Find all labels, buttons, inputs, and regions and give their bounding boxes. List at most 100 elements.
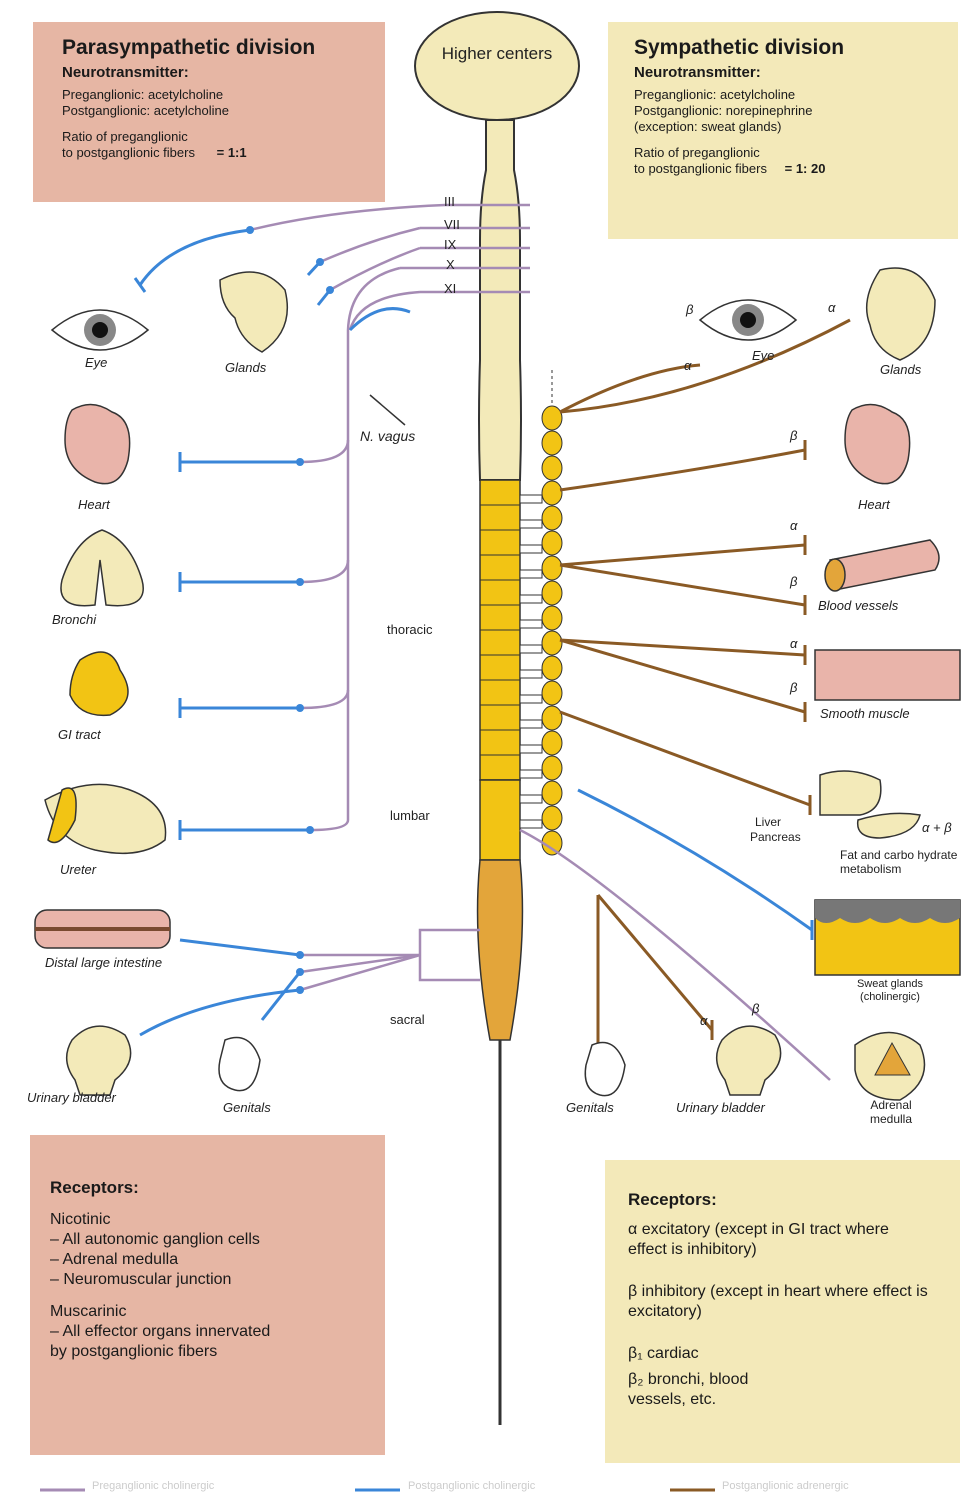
symp-postganglionic: Postganglionic: norepinephrine bbox=[634, 103, 954, 119]
vagus-pointer bbox=[370, 395, 405, 425]
legend-postganglionic-cholinergic: Postganglionic cholinergic bbox=[408, 1480, 535, 1492]
left-genitals-icon bbox=[219, 1038, 260, 1091]
vessel-lumen bbox=[825, 559, 845, 591]
liver-alpha-beta-symbol: α + β bbox=[922, 820, 952, 835]
sympathetic-chain bbox=[542, 406, 562, 855]
muscarinic-heading: Muscarinic bbox=[50, 1302, 375, 1322]
para-postganglionic: Postganglionic: acetylcholine bbox=[62, 103, 382, 119]
skin-surface bbox=[815, 900, 960, 923]
right-urinary-bladder-label: Urinary bladder bbox=[676, 1100, 765, 1115]
right-pancreas-icon bbox=[858, 813, 920, 838]
parasympathetic-info: Parasympathetic division Neurotransmitte… bbox=[62, 36, 382, 161]
nicotinic-heading: Nicotinic bbox=[50, 1210, 375, 1230]
right-eye-label: Eye bbox=[752, 348, 774, 363]
sympathetic-info: Sympathetic division Neurotransmitter: P… bbox=[634, 36, 954, 177]
left-urinary-bladder-icon bbox=[67, 1026, 131, 1095]
brown-forks bbox=[588, 440, 810, 1060]
symp-ratio-value: = 1: 20 bbox=[785, 161, 826, 176]
left-gi-tract-label: GI tract bbox=[58, 727, 101, 742]
nicotinic-item-ganglion: – All autonomic ganglion cells bbox=[50, 1230, 375, 1250]
left-eye-icon bbox=[52, 310, 148, 350]
postganglionic-cholinergic-lines bbox=[140, 230, 812, 1035]
bladder-alpha-symbol: α bbox=[700, 1013, 707, 1028]
left-heart-label: Heart bbox=[78, 497, 110, 512]
brainstem bbox=[479, 120, 521, 480]
right-glands-label: Glands bbox=[880, 362, 921, 377]
nicotinic-item-adrenal: – Adrenal medulla bbox=[50, 1250, 375, 1270]
left-bronchi-label: Bronchi bbox=[52, 612, 96, 627]
right-blood-vessel-icon bbox=[830, 540, 939, 590]
left-eye-label: Eye bbox=[85, 355, 107, 370]
symp-preganglionic: Preganglionic: acetylcholine bbox=[634, 87, 954, 103]
eye-beta-symbol: β bbox=[686, 302, 693, 317]
glands-alpha-symbol: α bbox=[828, 300, 835, 315]
para-ratio-value: = 1:1 bbox=[217, 145, 247, 160]
left-glands-label: Glands bbox=[225, 360, 266, 375]
parasympathetic-title: Parasympathetic division bbox=[62, 36, 382, 60]
legend-postganglionic-adrenergic: Postganglionic adrenergic bbox=[722, 1480, 849, 1492]
left-urinary-bladder-label: Urinary bladder bbox=[27, 1090, 116, 1105]
sacral-cord bbox=[478, 860, 523, 1040]
right-smooth-muscle-icon bbox=[815, 650, 960, 700]
beta2-receptor-text: β₂ bronchi, blood vessels, etc. bbox=[628, 1370, 808, 1410]
sympathetic-title: Sympathetic division bbox=[634, 36, 954, 60]
cranial-nerve-ix: IX bbox=[444, 237, 456, 252]
higher-centers-ellipse bbox=[415, 12, 579, 120]
symp-ratio-line1: Ratio of preganglionic bbox=[634, 145, 954, 161]
left-large-intestine-label: Distal large intestine bbox=[45, 955, 165, 970]
beta1-receptor-text: β₁ cardiac bbox=[628, 1344, 948, 1364]
right-genitals-label: Genitals bbox=[566, 1100, 614, 1115]
symp-receptors-heading: Receptors: bbox=[628, 1190, 948, 1210]
symp-neurotransmitter-heading: Neurotransmitter: bbox=[634, 64, 954, 81]
vessel-alpha-symbol: α bbox=[790, 518, 797, 533]
beta-receptor-text: β inhibitory (except in heart where effe… bbox=[628, 1282, 948, 1322]
alpha-receptor-text: α excitatory (except in GI tract where e… bbox=[628, 1220, 918, 1260]
muscarinic-item: – All effector organs innervated by post… bbox=[50, 1322, 290, 1362]
right-heart-label: Heart bbox=[858, 497, 890, 512]
right-liver-label: Liver bbox=[755, 815, 781, 829]
right-genitals-icon bbox=[585, 1043, 625, 1096]
bladder-beta-symbol: β bbox=[752, 1001, 759, 1016]
right-blood-vessels-label: Blood vessels bbox=[818, 598, 898, 613]
cranial-nerve-xi: XI bbox=[444, 281, 456, 296]
vessel-beta-symbol: β bbox=[790, 574, 797, 589]
symp-ratio-line2: to postganglionic fibers bbox=[634, 161, 767, 176]
para-receptors-heading: Receptors: bbox=[50, 1178, 375, 1198]
cranial-nerve-x: X bbox=[446, 257, 455, 272]
para-ratio-line1: Ratio of preganglionic bbox=[62, 129, 382, 145]
muscle-beta-symbol: β bbox=[790, 680, 797, 695]
symp-receptors-info: Receptors: α excitatory (except in GI tr… bbox=[628, 1190, 948, 1410]
eye-alpha-symbol: α bbox=[684, 358, 691, 373]
para-preganglionic: Preganglionic: acetylcholine bbox=[62, 87, 382, 103]
muscle-alpha-symbol: α bbox=[790, 636, 797, 651]
blue-forks bbox=[135, 278, 812, 940]
right-adrenal-medulla-label: Adrenal medulla bbox=[860, 1098, 922, 1126]
right-liver-icon bbox=[820, 771, 881, 815]
right-urinary-bladder-icon bbox=[717, 1026, 781, 1095]
right-heart-icon bbox=[845, 404, 910, 483]
para-receptors-info: Receptors: Nicotinic – All autonomic gan… bbox=[50, 1178, 375, 1362]
left-ureter-label: Ureter bbox=[60, 862, 96, 877]
right-fat-carbo-label: Fat and carbo hydrate metabolism bbox=[840, 848, 975, 876]
rami-communicantes bbox=[520, 495, 542, 828]
nerve-vagus-label: N. vagus bbox=[360, 428, 415, 444]
right-eye-icon bbox=[700, 300, 796, 340]
nicotinic-item-neuromuscular: – Neuromuscular junction bbox=[50, 1270, 375, 1290]
left-gi-tract-icon bbox=[70, 652, 128, 715]
heart-beta-symbol: β bbox=[790, 428, 797, 443]
right-glands-icon bbox=[867, 268, 935, 360]
right-sweat-glands-label: Sweat glands (cholinergic) bbox=[830, 978, 950, 1004]
lumbar-label: lumbar bbox=[390, 808, 430, 823]
left-genitals-label: Genitals bbox=[223, 1100, 271, 1115]
sacral-label: sacral bbox=[390, 1012, 425, 1027]
left-bronchi-icon bbox=[61, 530, 143, 606]
higher-centers-label: Higher centers bbox=[440, 44, 554, 64]
legend-preganglionic-cholinergic: Preganglionic cholinergic bbox=[92, 1480, 214, 1492]
right-pancreas-label: Pancreas bbox=[750, 830, 801, 844]
cranial-nerve-vii: VII bbox=[444, 217, 460, 232]
thoracic-label: thoracic bbox=[387, 622, 433, 637]
symp-exception: (exception: sweat glands) bbox=[634, 119, 954, 135]
para-ratio-line2: to postganglionic fibers bbox=[62, 145, 195, 160]
right-smooth-muscle-label: Smooth muscle bbox=[820, 706, 910, 721]
